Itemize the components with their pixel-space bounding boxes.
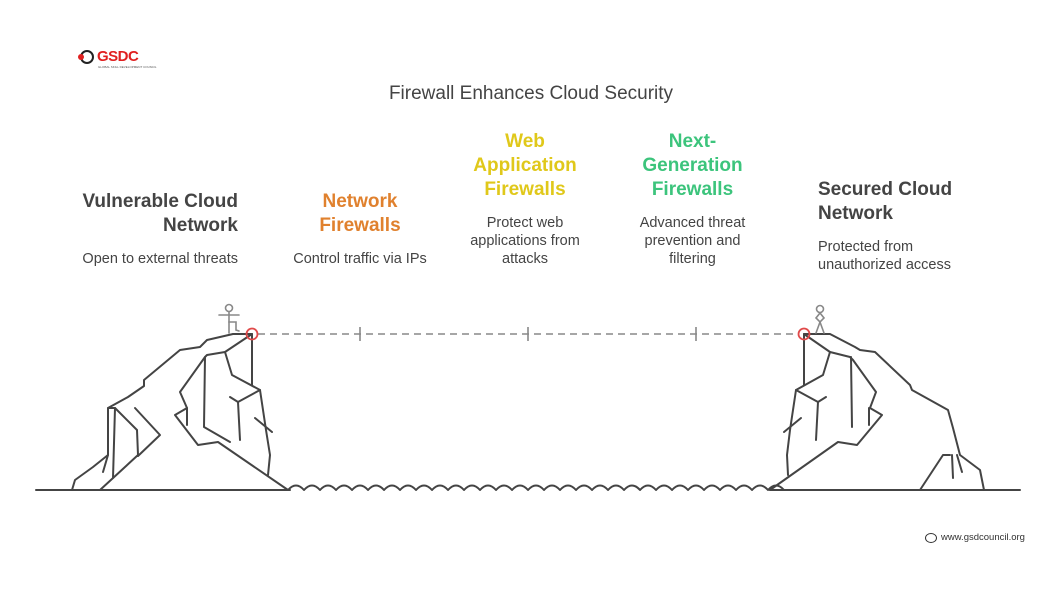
stage-vulnerable-cloud-network: Vulnerable Cloud Network Open to externa…	[60, 190, 238, 268]
diagram-title: Firewall Enhances Cloud Security	[388, 83, 674, 104]
heading-line: Generation	[642, 155, 743, 176]
heading-line: Web	[505, 131, 545, 152]
footer-website: www.gsdcouncil.org	[925, 532, 1025, 543]
heading-line: Next-	[668, 131, 717, 152]
heading-line: Application	[473, 155, 577, 176]
stage-secured-cloud-network: Secured Cloud Network Protected from una…	[818, 178, 1018, 274]
water-waves	[287, 484, 785, 491]
stage-web-application-firewalls: Web Application Firewalls Protect web ap…	[445, 130, 605, 268]
person-standing-icon	[814, 304, 826, 334]
stage-description: Protect web applications from attacks	[470, 215, 580, 267]
website-link[interactable]: www.gsdcouncil.org	[941, 532, 1025, 543]
start-point-marker	[245, 327, 259, 341]
stage-heading: Network Firewalls	[270, 190, 450, 238]
heading-line: Network	[322, 191, 398, 212]
heading-line: Firewalls	[651, 179, 734, 200]
heading-line: Secured Cloud	[818, 179, 953, 200]
heading-line: Network	[163, 215, 238, 236]
person-walking-icon	[218, 303, 240, 334]
globe-icon	[925, 532, 937, 543]
heading-line: Vulnerable Cloud	[82, 191, 238, 212]
stage-heading: Next- Generation Firewalls	[610, 130, 775, 202]
stage-description: Protected from unauthorized access	[818, 239, 951, 273]
stage-description: Control traffic via IPs	[293, 251, 427, 267]
gsdc-logo: GSDC	[78, 48, 139, 65]
stage-heading: Secured Cloud Network	[818, 178, 1018, 226]
logo-text: GSDC	[97, 48, 139, 65]
stage-description: Open to external threats	[82, 251, 238, 267]
globe-icon	[78, 50, 94, 64]
stage-heading: Web Application Firewalls	[445, 130, 605, 202]
stage-next-generation-firewalls: Next- Generation Firewalls Advanced thre…	[610, 130, 775, 268]
stage-heading: Vulnerable Cloud Network	[60, 190, 238, 238]
stage-description: Advanced threat prevention and filtering	[639, 215, 746, 267]
heading-line: Network	[818, 203, 893, 224]
logo-subtitle: GLOBAL SKILL DEVELOPMENT COUNCIL	[98, 65, 157, 69]
stage-network-firewalls: Network Firewalls Control traffic via IP…	[270, 190, 450, 268]
left-cliff	[71, 333, 289, 491]
heading-line: Firewalls	[319, 215, 401, 236]
right-cliff	[769, 333, 985, 491]
end-point-marker	[797, 327, 811, 341]
heading-line: Firewalls	[484, 179, 566, 200]
